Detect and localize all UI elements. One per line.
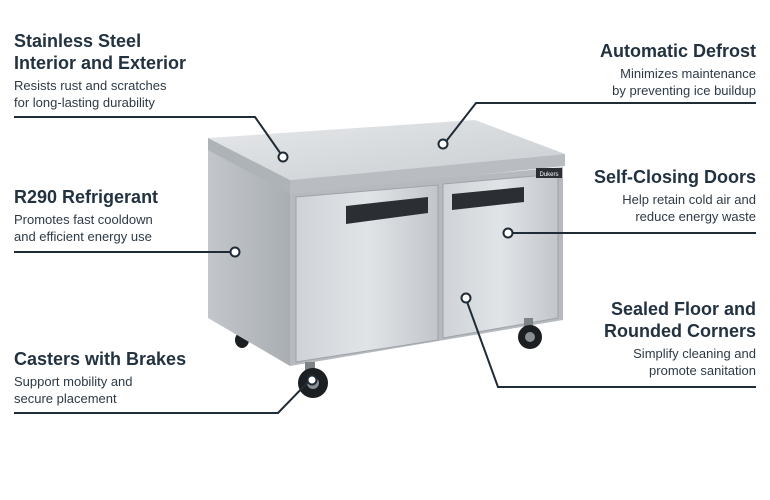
callout-r290-refrigerant: R290 Refrigerant Promotes fast cooldown …	[14, 186, 158, 245]
callout-description: Resists rust and scratches for long-last…	[14, 77, 186, 111]
callout-title: Sealed Floor and Rounded Corners	[604, 298, 756, 342]
callout-title-line: Casters with Brakes	[14, 349, 187, 369]
callout-description: Minimizes maintenance by preventing ice …	[600, 65, 756, 99]
callout-description: Help retain cold air and reduce energy w…	[594, 191, 756, 225]
callout-description-line: secure placement	[14, 391, 117, 406]
leader-line-stainless	[14, 116, 284, 158]
leader-dot-stainless	[277, 151, 289, 163]
callout-title-line: Automatic Defrost	[599, 41, 756, 61]
front-caster-right	[518, 318, 542, 349]
callout-description: Simplify cleaning and promote sanitation	[604, 345, 756, 379]
callout-title-line: Interior and Exterior	[14, 53, 187, 73]
cabinet-side-panel	[208, 146, 290, 366]
callout-description-line: Minimizes maintenance	[620, 66, 756, 81]
leader-dot-doors	[502, 227, 514, 239]
callout-title: Stainless Steel Interior and Exterior	[14, 30, 186, 74]
leader-dot-refrigerant	[229, 246, 241, 258]
left-door	[295, 184, 439, 363]
worktop-front-edge	[290, 154, 565, 194]
callout-description: Support mobility and secure placement	[14, 373, 186, 407]
right-door	[442, 173, 559, 339]
callout-self-closing-doors: Self-Closing Doors Help retain cold air …	[594, 166, 756, 225]
leader-dot-sealed	[460, 292, 472, 304]
leader-dot-casters	[306, 374, 318, 386]
leader-line-defrost	[443, 102, 756, 145]
callout-description-line: Promotes fast cooldown	[14, 212, 153, 227]
brand-badge-text: Dukers	[539, 172, 558, 178]
callout-description-line: Support mobility and	[14, 374, 133, 389]
callout-title-line: Stainless Steel	[14, 31, 142, 51]
callout-description-line: Help retain cold air and	[622, 192, 756, 207]
callout-description-line: and efficient energy use	[14, 229, 152, 244]
callout-description-line: for long-lasting durability	[14, 95, 155, 110]
callout-description-line: promote sanitation	[649, 363, 756, 378]
left-door-handle	[346, 197, 428, 224]
callout-title: R290 Refrigerant	[14, 186, 158, 208]
callout-title: Automatic Defrost	[600, 40, 756, 62]
leader-line-sealed	[465, 298, 756, 388]
callout-description-line: by preventing ice buildup	[612, 83, 756, 98]
callout-automatic-defrost: Automatic Defrost Minimizes maintenance …	[600, 40, 756, 99]
leader-line-casters	[14, 379, 311, 414]
callout-title-line: R290 Refrigerant	[14, 187, 159, 207]
callout-sealed-floor: Sealed Floor and Rounded Corners Simplif…	[604, 298, 756, 379]
callout-title-line: Self-Closing Doors	[593, 167, 756, 187]
right-door-handle	[452, 187, 524, 210]
leader-dot-defrost	[437, 138, 449, 150]
worktop-surface	[208, 120, 565, 180]
callout-title: Self-Closing Doors	[594, 166, 756, 188]
callout-description-line: reduce energy waste	[635, 209, 756, 224]
callout-title: Casters with Brakes	[14, 348, 186, 370]
callout-description: Promotes fast cooldown and efficient ene…	[14, 211, 158, 245]
brand-badge: Dukers	[536, 168, 562, 178]
callout-description-line: Simplify cleaning and	[633, 346, 756, 361]
callout-description-line: Resists rust and scratches	[14, 78, 167, 93]
callout-stainless-steel: Stainless Steel Interior and Exterior Re…	[14, 30, 186, 111]
worktop-side-edge	[208, 138, 290, 194]
callout-title-line: Rounded Corners	[603, 321, 756, 341]
callout-title-line: Sealed Floor and	[610, 299, 756, 319]
callout-casters-with-brakes: Casters with Brakes Support mobility and…	[14, 348, 186, 407]
